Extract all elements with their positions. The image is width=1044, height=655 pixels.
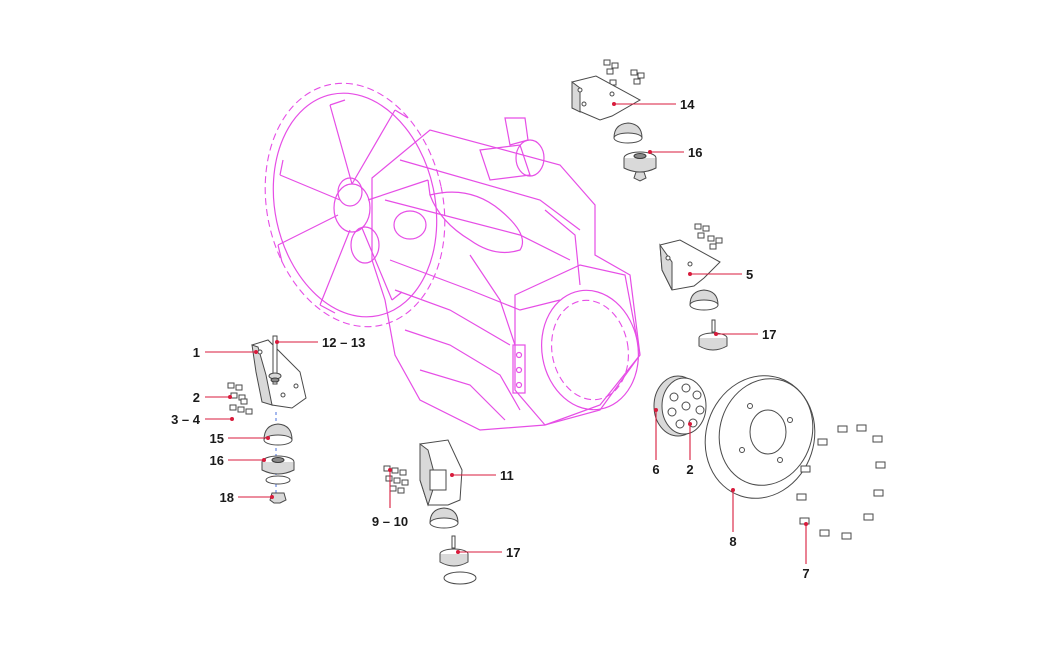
mount-part-17-bottom	[439, 535, 477, 585]
callout-label-9-10: 9 – 10	[372, 514, 408, 529]
cushion-part-11-pad	[429, 507, 459, 529]
callout-2-left: 2	[193, 390, 232, 405]
callout-label-2-hub: 2	[686, 462, 693, 477]
cushion-part-14-pad	[613, 122, 643, 144]
callout-3-4: 3 – 4	[171, 412, 234, 427]
callout-label-5: 5	[746, 267, 753, 282]
callout-label-6: 6	[652, 462, 659, 477]
bolts-part-2-left	[227, 382, 246, 401]
callout-label-12-13: 12 – 13	[322, 335, 365, 350]
callout-label-16-left: 16	[210, 453, 224, 468]
callout-17-bottom: 17	[456, 545, 520, 560]
callout-label-15: 15	[210, 431, 224, 446]
callout-label-17-right: 17	[762, 327, 776, 342]
flywheel-housing-ghost	[512, 264, 641, 426]
callout-label-11: 11	[500, 468, 514, 483]
flywheel-part-8	[704, 375, 816, 499]
cushion-part-5-pad	[689, 289, 719, 311]
bracket-part-11	[419, 439, 463, 507]
callout-14: 14	[612, 97, 695, 112]
callout-9-10: 9 – 10	[372, 468, 408, 529]
engine-block-ghost	[337, 117, 641, 431]
callout-11: 11	[450, 468, 514, 483]
callout-label-17-bottom: 17	[506, 545, 520, 560]
cushion-part-16-left	[261, 455, 295, 475]
callout-label-16-top: 16	[688, 145, 702, 160]
callout-16-top: 16	[648, 145, 702, 160]
callout-label-3-4: 3 – 4	[171, 412, 201, 427]
bolts-part-7	[796, 424, 886, 540]
callout-8: 8	[729, 488, 737, 549]
bolts-part-9-10	[383, 465, 409, 494]
bottom-mount-group	[383, 439, 477, 585]
callout-18: 18	[220, 490, 274, 505]
callout-15: 15	[210, 431, 270, 446]
bolts-part-5	[694, 223, 723, 250]
washers-part-3-4	[229, 398, 253, 415]
callout-label-18: 18	[220, 490, 234, 505]
coupling-group	[653, 375, 886, 540]
callout-label-2-left: 2	[193, 390, 200, 405]
cushion-part-16-top	[623, 151, 657, 182]
bolts-part-14	[603, 59, 645, 86]
fan-ghost	[264, 82, 446, 328]
mount-part-17-right	[698, 319, 728, 351]
top-mount-group	[571, 59, 657, 182]
callout-17-right: 17	[714, 327, 776, 342]
callout-1: 1	[193, 345, 258, 360]
engine-ghost-outline	[264, 82, 641, 431]
nut-part-18	[269, 492, 287, 504]
callout-label-8: 8	[729, 534, 736, 549]
callout-6: 6	[652, 408, 660, 477]
callout-5: 5	[688, 267, 753, 282]
cushion-part-15	[263, 423, 293, 446]
bolts-part-2-hub	[667, 383, 705, 429]
callout-label-14: 14	[680, 97, 695, 112]
callout-2-hub: 2	[686, 422, 694, 477]
ring-part-16-left	[265, 475, 291, 485]
bracket-part-5	[659, 239, 721, 291]
callout-12-13: 12 – 13	[275, 335, 365, 350]
stud-part-12-13	[268, 335, 282, 385]
callout-7: 7	[802, 522, 810, 581]
callout-label-7: 7	[802, 566, 809, 581]
right-mount-group	[659, 223, 728, 351]
left-mount-group	[227, 335, 307, 504]
callout-label-1: 1	[193, 345, 200, 360]
callout-16-left: 16	[210, 453, 266, 468]
bracket-part-14	[571, 75, 642, 121]
